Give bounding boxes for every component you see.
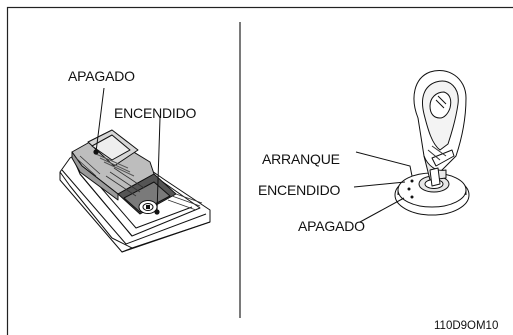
label-arranque: ARRANQUE	[262, 151, 340, 167]
leader-apagado-left	[95, 87, 105, 153]
leader-arranque	[355, 151, 413, 177]
marker-encendido-left	[154, 209, 160, 215]
figure-code: 110D9OM10	[434, 320, 499, 332]
marker-apagado-left	[93, 149, 99, 155]
leader-encendido-left	[156, 117, 161, 213]
key-switch-illustration	[394, 70, 470, 216]
label-encendido-right: ENCENDIDO	[258, 182, 341, 198]
rocker-switch-illustration	[59, 129, 211, 253]
figure-border	[6, 6, 513, 335]
leader-apagado-right	[359, 197, 405, 223]
label-apagado-left: APAGADO	[68, 68, 135, 84]
label-apagado-right: APAGADO	[298, 218, 365, 234]
leader-encendido-right	[353, 181, 406, 188]
label-encendido-left: ENCENDIDO	[114, 105, 197, 121]
